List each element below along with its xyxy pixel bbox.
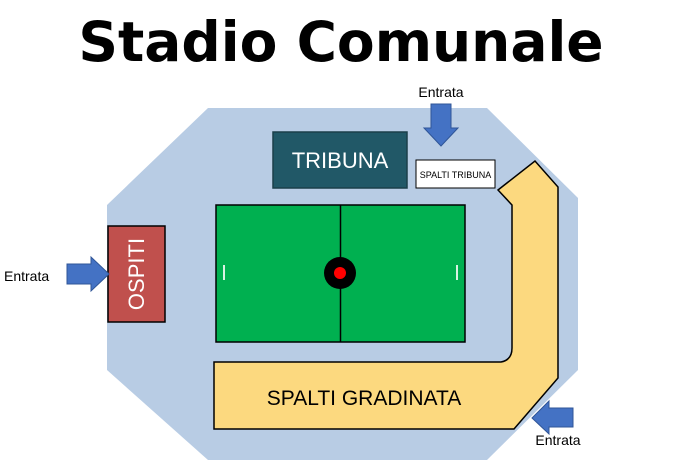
entrance-top[interactable]: Entrata	[418, 84, 464, 147]
arrow-left-icon	[531, 399, 574, 436]
arrow-right-icon	[66, 255, 110, 293]
gradinata-shape	[213, 159, 559, 430]
spalti-tribuna-stand[interactable]: SPALTI TRIBUNA	[415, 159, 496, 189]
entrance-left[interactable]: Entrata	[4, 255, 110, 293]
spalti-tribuna-label: SPALTI TRIBUNA	[420, 170, 492, 180]
arrow-down-icon	[422, 103, 460, 147]
spalti-gradinata-stand[interactable]: SPALTI GRADINATA	[213, 159, 559, 430]
center-spot	[334, 267, 346, 279]
tribuna-stand[interactable]: TRIBUNA	[272, 131, 408, 189]
tribuna-label: TRIBUNA	[292, 148, 389, 173]
page-title: Stadio Comunale	[78, 10, 604, 74]
ospiti-label: OSPITI	[124, 238, 149, 310]
entrance-bottom-right[interactable]: Entrata	[531, 399, 581, 448]
entrance-left-label: Entrata	[4, 268, 49, 284]
ospiti-stand[interactable]: OSPITI	[107, 225, 166, 323]
entrance-bottom-right-label: Entrata	[535, 432, 580, 448]
entrance-top-label: Entrata	[418, 84, 463, 100]
football-pitch	[215, 204, 466, 343]
gradinata-label: SPALTI GRADINATA	[267, 387, 461, 410]
